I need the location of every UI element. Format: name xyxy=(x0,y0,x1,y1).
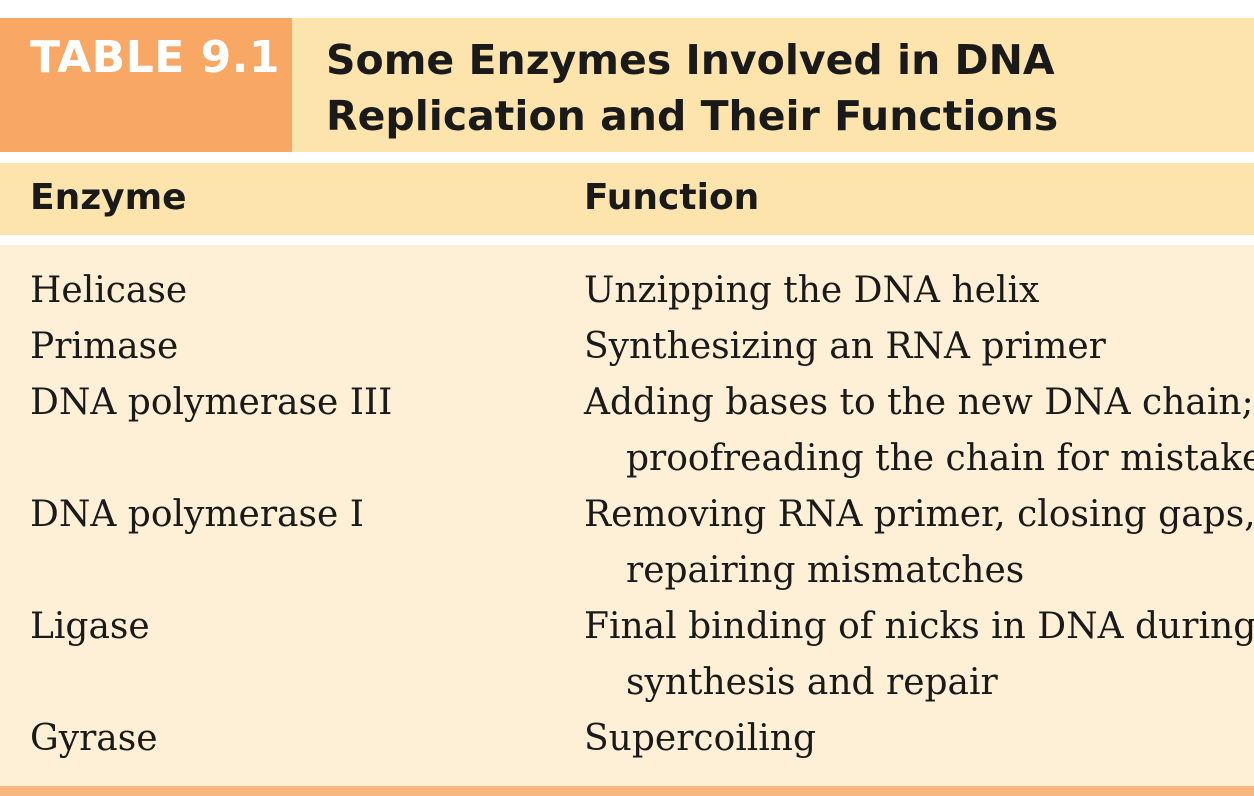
function-line: Synthesizing an RNA primer xyxy=(584,326,1106,367)
function-line: Final binding of nicks in DNA during xyxy=(584,606,1254,647)
enzyme-cell: DNA polymerase III xyxy=(30,382,393,423)
table-row: DNA polymerase I Removing RNA primer, cl… xyxy=(0,487,1254,599)
function-line: Supercoiling xyxy=(584,718,817,759)
column-header-function: Function xyxy=(584,177,760,218)
table-row: Helicase Unzipping the DNA helix xyxy=(0,263,1254,319)
function-line-continued: repairing mismatches xyxy=(626,550,1025,591)
table-row: Gyrase Supercoiling xyxy=(0,711,1254,767)
function-line: Unzipping the DNA helix xyxy=(584,270,1040,311)
enzyme-table: TABLE 9.1 Some Enzymes Involved in DNA R… xyxy=(0,18,1254,796)
function-cell: Removing RNA primer, closing gaps, repai… xyxy=(584,487,1254,599)
table-label: TABLE 9.1 xyxy=(30,32,281,83)
table-title: Some Enzymes Involved in DNA Replication… xyxy=(326,32,1226,144)
table-row: Primase Synthesizing an RNA primer xyxy=(0,319,1254,375)
table-title-line-2: Replication and Their Functions xyxy=(326,92,1059,140)
function-cell: Final binding of nicks in DNA during syn… xyxy=(584,599,1254,711)
bottom-rule xyxy=(0,786,1254,796)
function-line: Adding bases to the new DNA chain; xyxy=(584,382,1254,423)
function-cell: Synthesizing an RNA primer xyxy=(584,319,1244,375)
table-title-bar: TABLE 9.1 Some Enzymes Involved in DNA R… xyxy=(0,18,1254,152)
function-cell: Adding bases to the new DNA chain; proof… xyxy=(584,375,1254,487)
table-label-box: TABLE 9.1 xyxy=(0,18,292,152)
table-title-line-1: Some Enzymes Involved in DNA xyxy=(326,36,1055,84)
column-header-enzyme: Enzyme xyxy=(30,177,187,218)
enzyme-cell: Helicase xyxy=(30,270,188,311)
function-cell: Supercoiling xyxy=(584,711,1244,767)
enzyme-cell: Gyrase xyxy=(30,718,158,759)
table-row: DNA polymerase III Adding bases to the n… xyxy=(0,375,1254,487)
table-rows: Helicase Unzipping the DNA helix Primase… xyxy=(0,263,1254,767)
table-row: Ligase Final binding of nicks in DNA dur… xyxy=(0,599,1254,711)
enzyme-cell: Primase xyxy=(30,326,179,367)
function-line-continued: proofreading the chain for mistakes xyxy=(626,438,1254,479)
function-line-continued: synthesis and repair xyxy=(626,662,998,703)
enzyme-cell: DNA polymerase I xyxy=(30,494,364,535)
table-body: Helicase Unzipping the DNA helix Primase… xyxy=(0,245,1254,786)
function-cell: Unzipping the DNA helix xyxy=(584,263,1244,319)
column-header-row: Enzyme Function xyxy=(0,163,1254,235)
enzyme-cell: Ligase xyxy=(30,606,150,647)
function-line: Removing RNA primer, closing gaps, xyxy=(584,494,1254,535)
